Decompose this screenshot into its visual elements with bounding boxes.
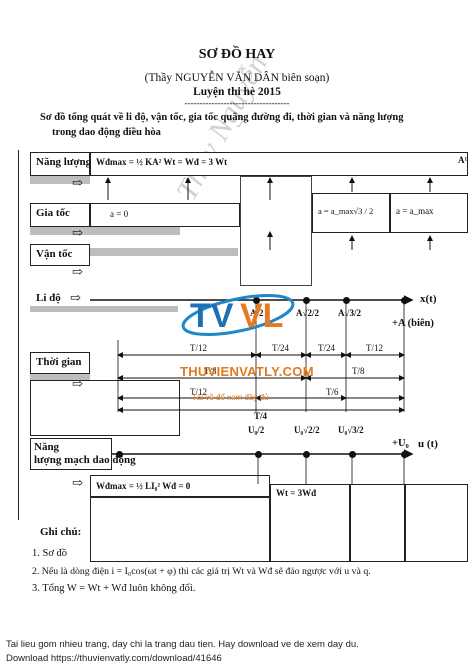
frame-left-line	[18, 150, 19, 520]
time-grey-bar	[30, 374, 90, 380]
arrow-right-icon: ⇨	[70, 290, 81, 305]
energy-formula: Wđmax = ½ KA² Wt = Wđ = 3 Wt	[96, 157, 228, 167]
position-grey-bar	[30, 306, 178, 312]
x-axis-dot-sqrt3	[343, 297, 350, 304]
time-t4: T/4	[254, 411, 268, 421]
time-t24: T/24	[272, 343, 289, 353]
velocity-row-box	[30, 244, 90, 266]
author-line: (Thầy NGUYỄN VĂN DÂN biên soạn)	[144, 72, 330, 84]
x-axis-dot-half	[253, 297, 260, 304]
accel-mid-box	[312, 193, 390, 233]
svg-text:VL: VL	[240, 297, 283, 335]
accel-label: Gia tốc	[36, 207, 70, 219]
notes-heading: Ghi chú:	[40, 526, 82, 538]
svg-text:TV: TV	[190, 297, 234, 335]
velocity-grey-bar	[90, 248, 238, 256]
accel-max-box	[390, 193, 468, 233]
circuit-label-2: lượng mạch dao động	[34, 454, 136, 466]
accel-zero-box	[90, 203, 240, 227]
arrow-right-icon: ⇨	[72, 264, 83, 279]
footer-line-1: Tai lieu gom nhieu trang, day chi la tra…	[6, 639, 359, 650]
a1-label: A¹	[458, 155, 468, 165]
time-label: Thời gian	[36, 356, 82, 368]
energy-grey-bar	[30, 176, 90, 184]
subtitle: Luyện thi hè 2015	[193, 86, 281, 98]
u-axis-dot-sqrt3	[349, 451, 356, 458]
time-t8a: T/8	[204, 366, 217, 376]
accel-max-formula: a = a_max	[396, 206, 434, 216]
accel-mid-formula: a = a_max√3 / 2	[318, 206, 374, 216]
a-sqrt3-label: A√3/2	[338, 308, 361, 318]
accel-row-box	[30, 203, 90, 227]
arrow-right-icon: ⇨	[72, 175, 83, 190]
note-3: 3. Tổng W = Wt + Wđ luôn không đổi.	[32, 583, 196, 594]
u-axis-dot-1	[116, 451, 123, 458]
x-axis-label: x(t)	[420, 293, 437, 305]
time-t12a: T/12	[190, 343, 207, 353]
site-tagline: Tải về để xem đầy đủ	[192, 393, 269, 402]
accel-zero-formula: a = 0	[110, 209, 129, 219]
note-1: 1. Sơ đồ	[32, 548, 68, 559]
u-axis-dot-u0	[401, 451, 408, 458]
energy-formula-box	[90, 152, 468, 176]
arrow-right-icon: ⇨	[72, 376, 83, 391]
bottom-formula-box-2	[270, 484, 350, 562]
bottom-formula-2: Wt = 3Wđ	[276, 488, 317, 498]
tvvl-logo-icon: TV VL	[178, 283, 298, 347]
position-label: Li độ	[36, 292, 61, 304]
u-axis-label: u (t)	[418, 438, 438, 450]
plus-u0-label: +U₀	[392, 438, 409, 449]
circuit-row-box	[30, 438, 112, 470]
x-axis-dot-a	[401, 297, 408, 304]
circuit-label-1: Năng	[34, 441, 60, 453]
time-t8b: T/8	[352, 366, 365, 376]
page-title: SƠ ĐỒ HAY	[198, 47, 276, 62]
velocity-label: Vận tốc	[36, 248, 73, 260]
energy-row-box	[30, 152, 90, 176]
time-t12b: T/12	[366, 343, 383, 353]
bottom-formula-1: Wđmax = ½ LI₀² Wđ = 0	[96, 481, 191, 491]
mid-box-1	[240, 176, 312, 286]
note-2: 2. Nếu là dòng điện i = I₀cos(ωt + φ) th…	[32, 566, 371, 577]
u-axis-dot-half	[255, 451, 262, 458]
u-sqrt2-label: U₀√2/2	[294, 425, 320, 435]
arrow-right-icon: ⇨	[72, 225, 83, 240]
u-axis-dot-sqrt2	[303, 451, 310, 458]
bottom-formula-box-1	[90, 475, 270, 497]
intro-line-1: Sơ đồ tổng quát về li độ, vận tốc, gia t…	[40, 112, 404, 123]
a-sqrt2-label: A√2/2	[296, 308, 319, 318]
a-half-label: A/2	[250, 308, 264, 318]
x-axis-dot-sqrt2	[303, 297, 310, 304]
arrow-right-icon: ⇨	[72, 475, 83, 490]
energy-label: Năng lượng	[36, 156, 92, 168]
separator: -----------------------------------	[184, 98, 290, 108]
time-t24b: T/24	[318, 343, 335, 353]
time-row-box	[30, 352, 90, 374]
time-t6: T/6	[326, 387, 339, 397]
bottom-formula-box-3	[350, 484, 405, 562]
bottom-formula-box-4	[405, 484, 468, 562]
accel-grey-bar	[30, 227, 180, 235]
intro-line-2: trong dao động điều hòa	[52, 127, 161, 138]
time-t12c: T/12	[190, 387, 207, 397]
bottom-wide-box	[90, 497, 270, 562]
download-link[interactable]: Download https://thuvienvatly.com/downlo…	[6, 653, 222, 664]
plus-a-label: +A (biên)	[392, 318, 434, 329]
u-sqrt3-label: U₀√3/2	[338, 425, 364, 435]
site-brand: THUVIENVATLY.COM	[180, 364, 314, 379]
u-half-label: U₀/2	[248, 425, 265, 435]
